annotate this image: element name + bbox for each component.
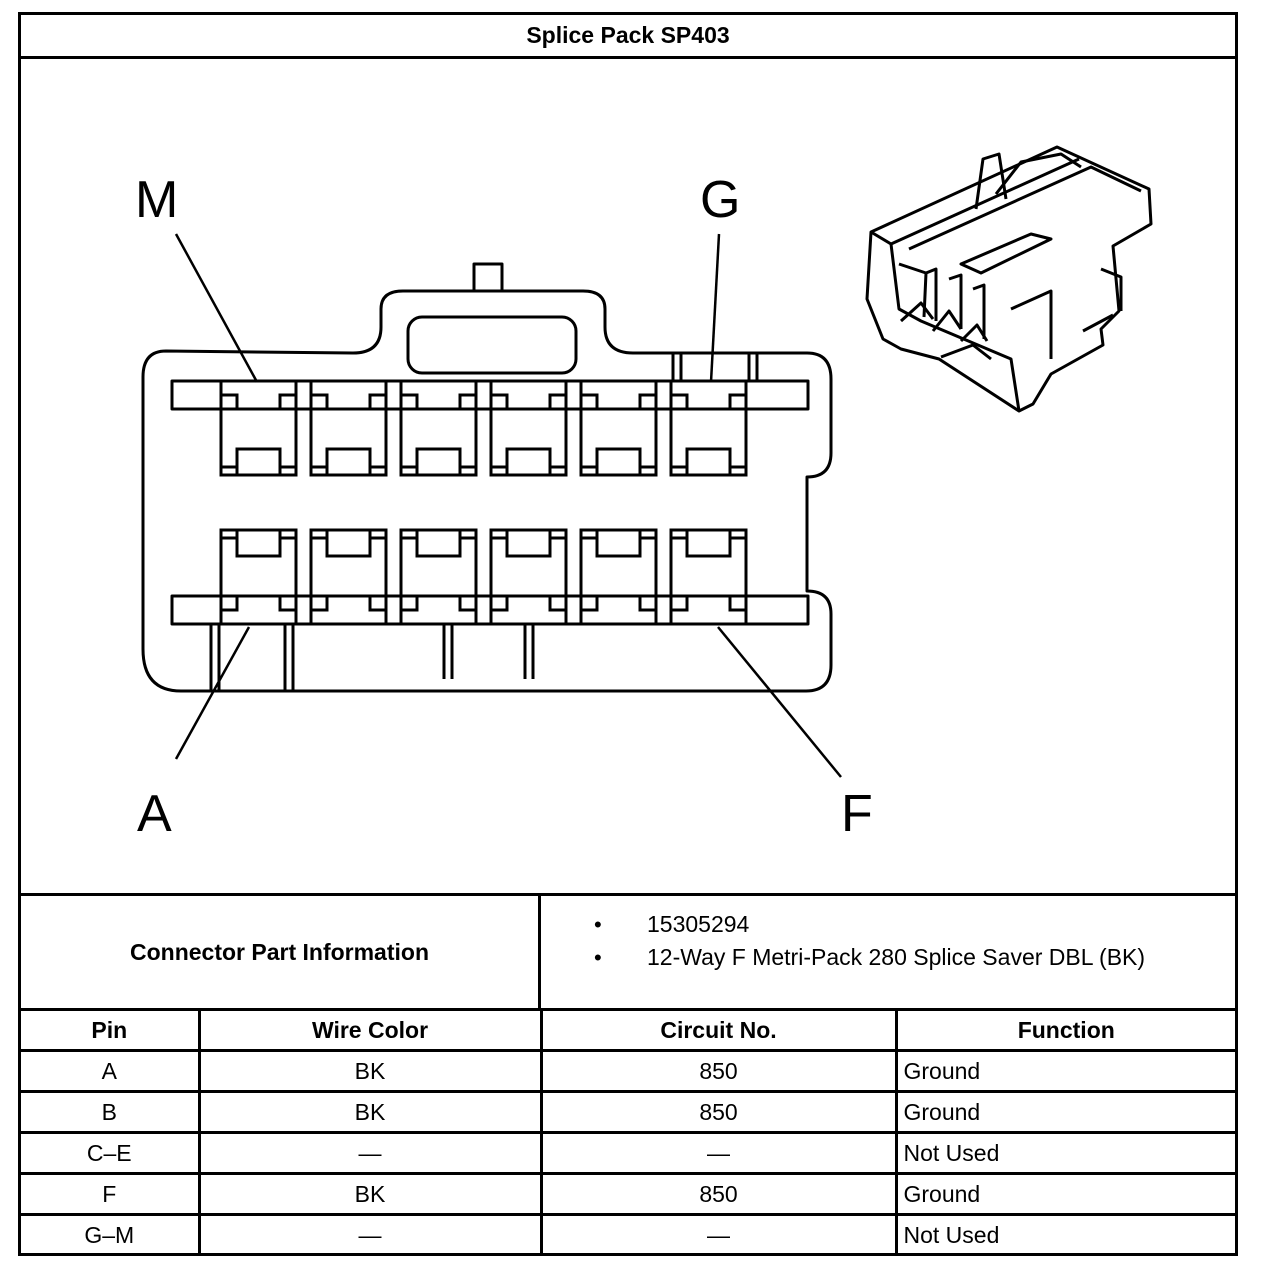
connector-sheet: Splice Pack SP403 — [18, 12, 1238, 1256]
sheet-title: Splice Pack SP403 — [21, 15, 1235, 59]
cavity-f — [669, 528, 748, 624]
cavity-m — [219, 381, 298, 477]
leader-line-a — [174, 626, 251, 760]
pin-label-m: M — [135, 171, 178, 229]
cell-circuit: — — [539, 1213, 898, 1254]
bottom-cavity-row — [219, 528, 748, 624]
cavity-g — [669, 381, 748, 477]
cell-pin: A — [21, 1049, 201, 1093]
cavity-l — [309, 381, 388, 477]
cell-function: Ground — [894, 1049, 1235, 1093]
cell-function: Ground — [894, 1090, 1235, 1134]
pin-table: Pin Wire Color Circuit No. Function A BK… — [21, 1011, 1235, 1254]
connector-description: 12-Way F Metri-Pack 280 Splice Saver DBL… — [541, 941, 1235, 974]
leader-line-f — [717, 626, 842, 778]
leader-line-g — [709, 233, 721, 383]
table-row: B BK 850 Ground — [21, 1090, 1235, 1134]
latch-tab — [472, 262, 504, 293]
cavity-h — [579, 381, 658, 477]
pin-label-g: G — [700, 171, 740, 229]
cell-function: Not Used — [894, 1131, 1235, 1175]
connector-info-label: Connector Part Information — [21, 896, 541, 1008]
connector-housing-outline — [141, 289, 833, 693]
cavity-j — [489, 381, 568, 477]
lock-window — [406, 315, 578, 375]
table-row: C–E — — Not Used — [21, 1131, 1235, 1175]
cell-pin: B — [21, 1090, 201, 1134]
cell-circuit: 850 — [539, 1090, 898, 1134]
cell-wire-color: — — [197, 1213, 543, 1254]
connector-part-info: Connector Part Information 15305294 12-W… — [21, 893, 1235, 1011]
cavity-b — [309, 528, 388, 624]
header-pin: Pin — [21, 1011, 201, 1052]
cell-pin: F — [21, 1172, 201, 1216]
cavity-a — [219, 528, 298, 624]
cell-function: Not Used — [894, 1213, 1235, 1254]
cell-pin: C–E — [21, 1131, 201, 1175]
table-row: G–M — — Not Used — [21, 1213, 1235, 1254]
connector-diagram: M G A F — [21, 59, 1235, 893]
cell-circuit: — — [539, 1131, 898, 1175]
table-row: F BK 850 Ground — [21, 1172, 1235, 1216]
header-circuit-no: Circuit No. — [539, 1011, 898, 1052]
cell-wire-color: BK — [197, 1090, 543, 1134]
cell-pin: G–M — [21, 1213, 201, 1254]
cavity-c — [399, 528, 478, 624]
pin-label-f: F — [841, 785, 873, 843]
cell-function: Ground — [894, 1172, 1235, 1216]
cell-circuit: 850 — [539, 1049, 898, 1093]
header-function: Function — [894, 1011, 1235, 1052]
cavity-e — [579, 528, 658, 624]
cavity-d — [489, 528, 568, 624]
cell-wire-color: — — [197, 1131, 543, 1175]
leader-line-m — [174, 233, 259, 383]
connector-info-list: 15305294 12-Way F Metri-Pack 280 Splice … — [541, 896, 1235, 1020]
cavity-k — [399, 381, 478, 477]
connector-face-drawing: M G A F — [135, 145, 1153, 843]
table-header-row: Pin Wire Color Circuit No. Function — [21, 1011, 1235, 1052]
cell-wire-color: BK — [197, 1172, 543, 1216]
cell-circuit: 850 — [539, 1172, 898, 1216]
cell-wire-color: BK — [197, 1049, 543, 1093]
header-wire-color: Wire Color — [197, 1011, 543, 1052]
top-cavity-row — [219, 381, 748, 477]
part-number: 15305294 — [541, 908, 1235, 941]
table-row: A BK 850 Ground — [21, 1049, 1235, 1093]
connector-3d-illustration — [865, 145, 1153, 413]
pin-label-a: A — [137, 785, 172, 843]
